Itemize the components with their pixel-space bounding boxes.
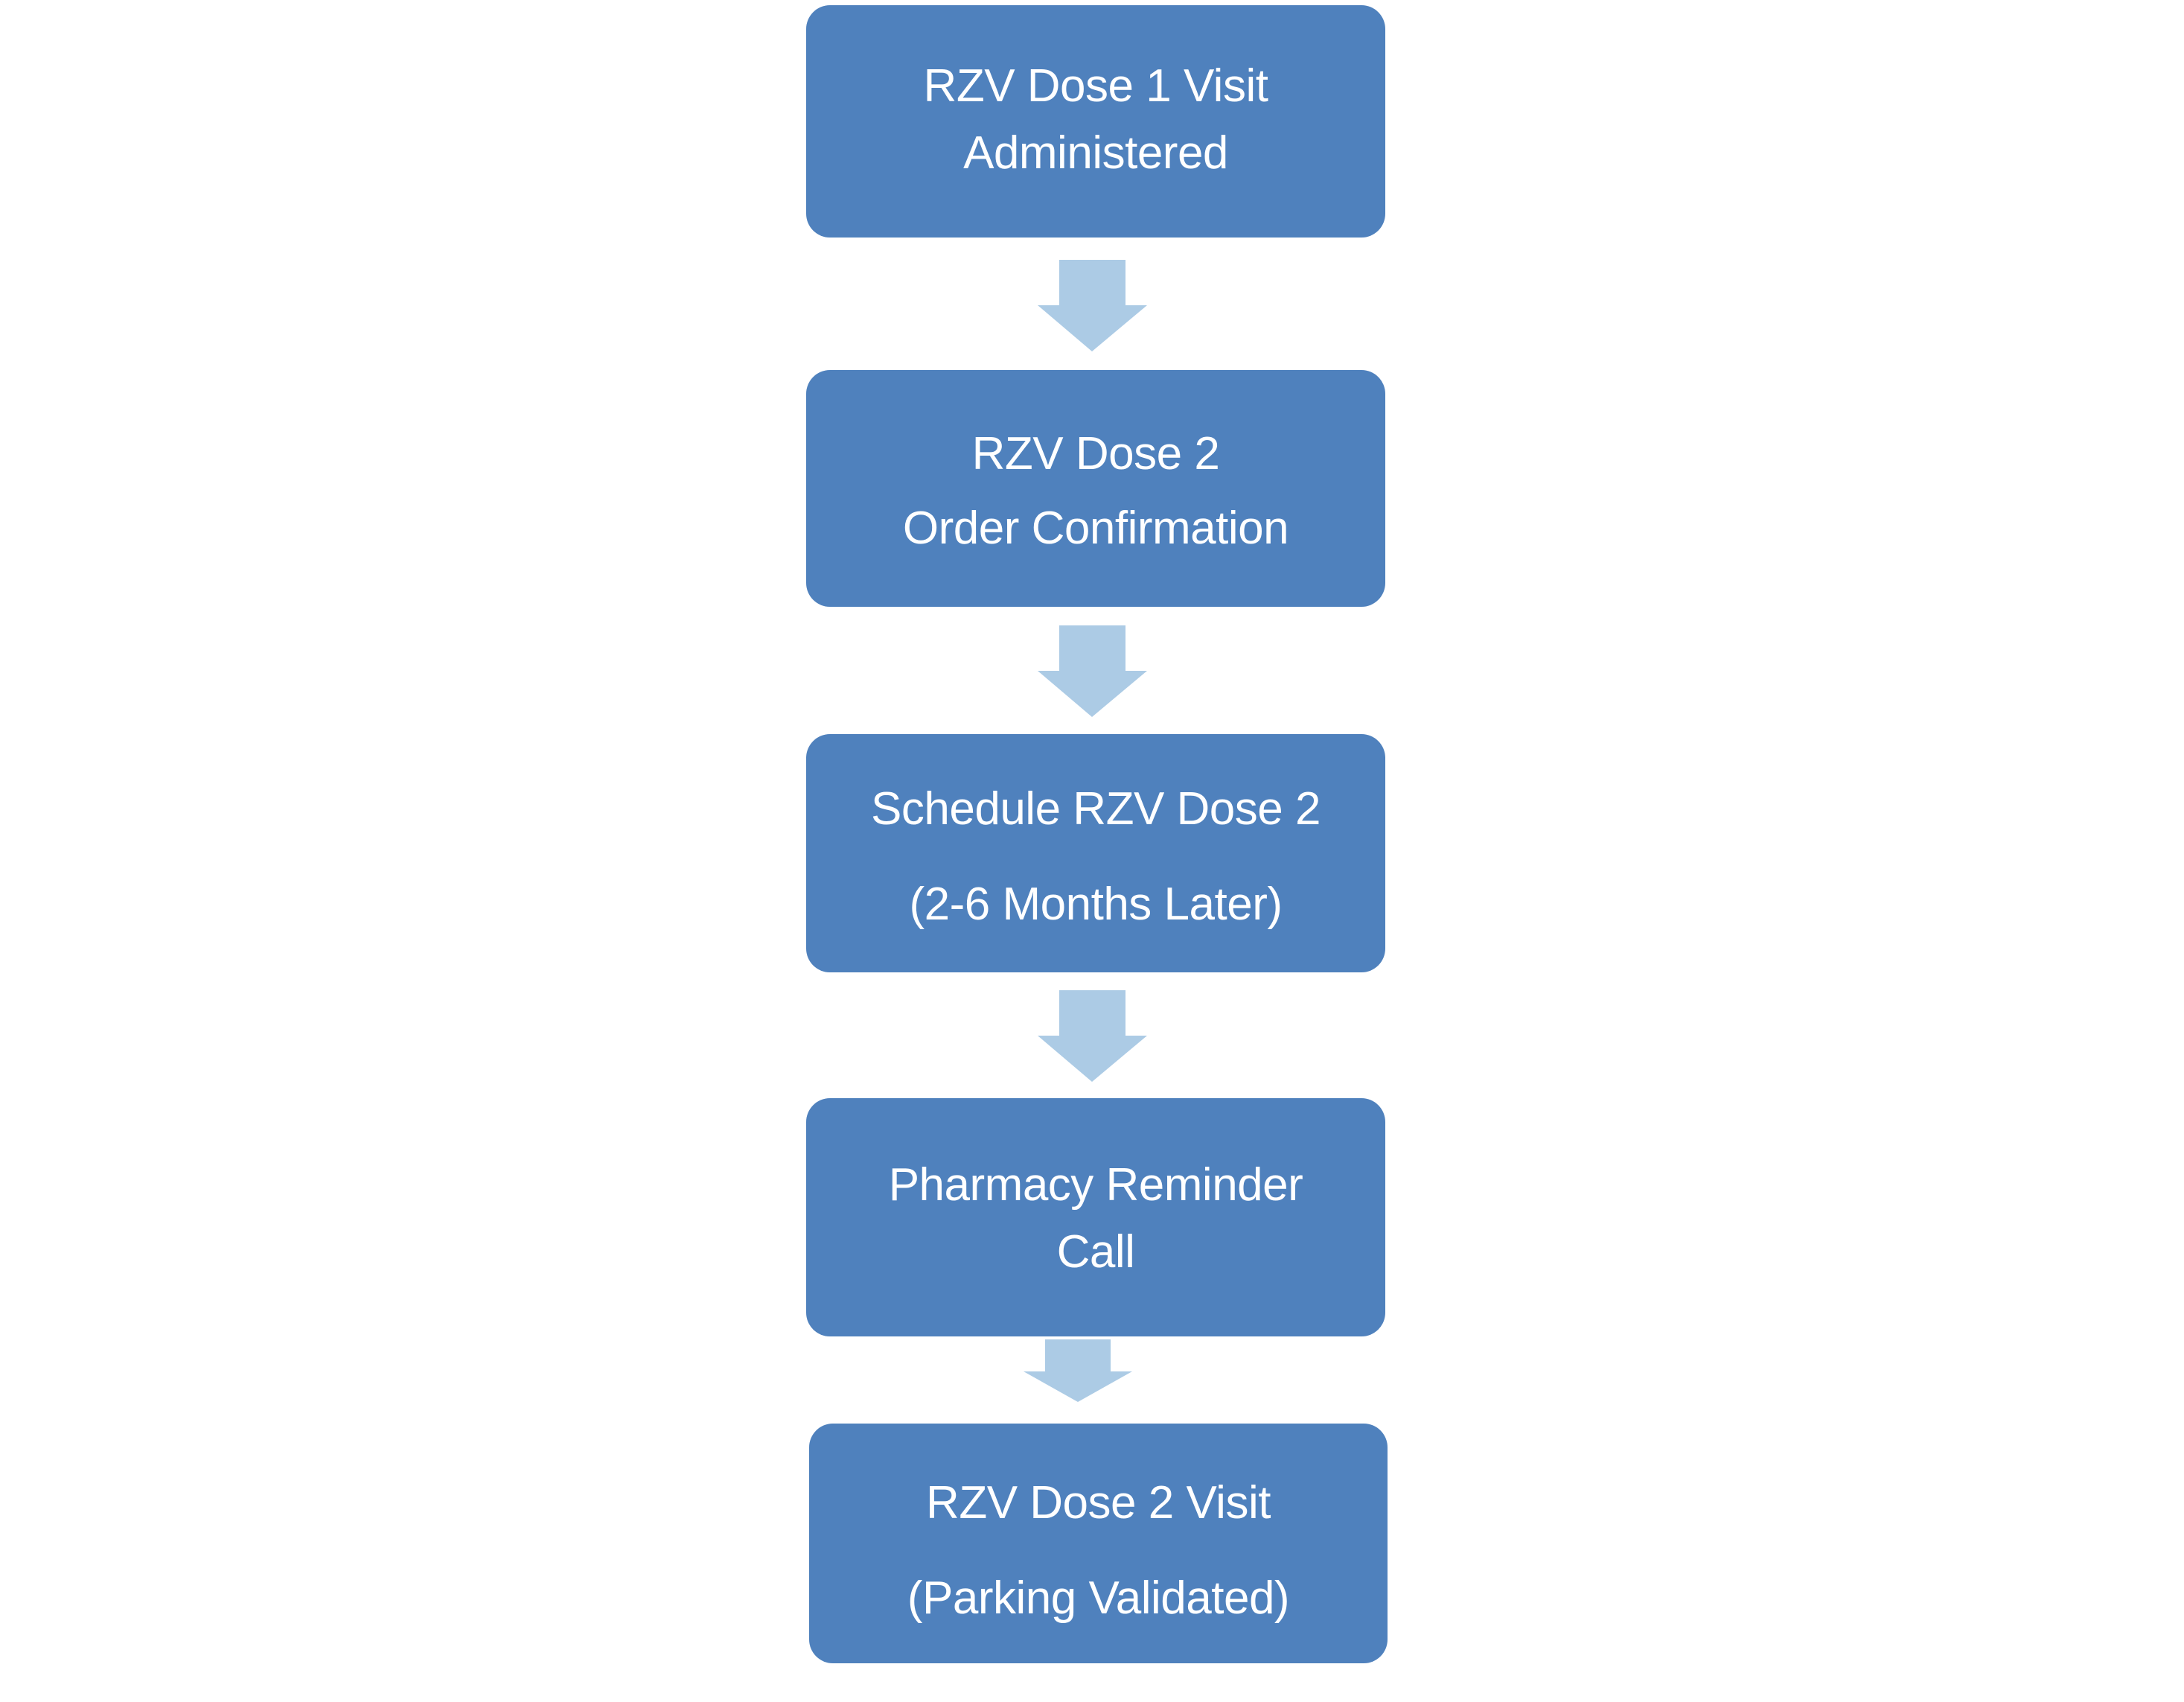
flow-step-3-schedule-dose2: Schedule RZV Dose 2 (2-6 Months Later) [806, 734, 1385, 972]
step-1-line-2: Administered [963, 127, 1228, 179]
down-arrow-icon [1038, 990, 1147, 1082]
down-arrow-icon [1024, 1339, 1132, 1402]
flow-step-4-pharmacy-reminder: Pharmacy Reminder Call [806, 1098, 1385, 1336]
step-3-line-2: (2-6 Months Later) [909, 879, 1283, 930]
flow-step-1-dose1-visit: RZV Dose 1 Visit Administered [806, 5, 1385, 238]
arrow-1-shape [1038, 260, 1147, 351]
flow-step-5-dose2-visit: RZV Dose 2 Visit (Parking Validated) [809, 1424, 1388, 1663]
step-1-line-1: RZV Dose 1 Visit [923, 60, 1268, 112]
step-4-line-1: Pharmacy Reminder [888, 1159, 1303, 1211]
step-4-line-2: Call [1056, 1226, 1135, 1278]
arrow-4-shape [1024, 1339, 1132, 1402]
flow-step-2-order-confirmation: RZV Dose 2 Order Confirmation [806, 370, 1385, 607]
down-arrow-icon [1038, 260, 1147, 351]
down-arrow-icon [1038, 625, 1147, 717]
step-2-line-2: Order Confirmation [902, 503, 1289, 554]
step-5-line-1: RZV Dose 2 Visit [926, 1477, 1271, 1529]
step-5-line-2: (Parking Validated) [907, 1572, 1290, 1624]
step-2-line-1: RZV Dose 2 [971, 428, 1220, 479]
step-3-line-1: Schedule RZV Dose 2 [871, 783, 1321, 835]
arrow-2-shape [1038, 625, 1147, 717]
arrow-3-shape [1038, 990, 1147, 1082]
